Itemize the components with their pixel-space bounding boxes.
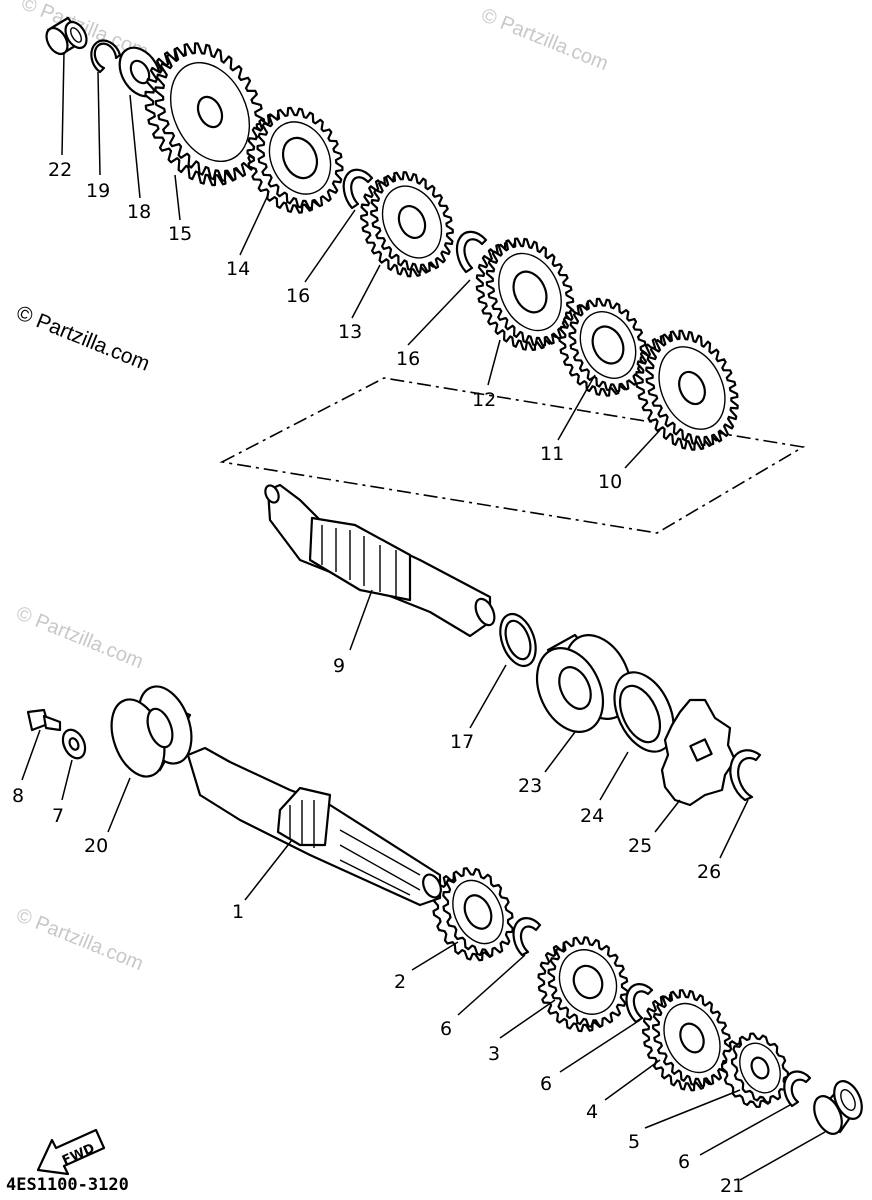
gear-5-part-hub (750, 1056, 770, 1080)
gear-2-part-hub (463, 894, 493, 930)
watermark-left-3: © Partzilla.com (13, 904, 146, 975)
leader-lines (21, 51, 826, 1181)
gear-14-part (246, 106, 344, 214)
gear-11-part-web (579, 311, 637, 379)
gear-13-part (360, 171, 454, 278)
label-15: 15 (168, 223, 192, 245)
circlip-6a-part (512, 917, 542, 957)
label-14: 14 (226, 258, 250, 280)
gear-4-part-web (663, 1002, 721, 1074)
drive-sprocket-part (660, 698, 737, 807)
label-16b: 16 (396, 348, 420, 370)
circlip-6b-part (625, 983, 654, 1024)
label-1: 1 (232, 901, 244, 923)
watermark-left-1: © Partzilla.com (13, 301, 153, 375)
circlip-part (90, 39, 122, 74)
label-23: 23 (518, 775, 542, 797)
label-10: 10 (598, 471, 622, 493)
label-6c: 6 (678, 1151, 690, 1173)
circlip-6c-part (783, 1070, 812, 1108)
label-19: 19 (86, 180, 110, 202)
bearing-20-part (110, 685, 193, 778)
gear-12-part-web (498, 252, 562, 332)
label-2: 2 (394, 971, 406, 993)
gear-15-part-hub (196, 95, 224, 129)
watermark-left-2: © Partzilla.com (13, 602, 146, 673)
gear-11-part-hub (591, 325, 625, 365)
label-26: 26 (697, 861, 721, 883)
gear-5-part (720, 1032, 790, 1109)
washer-17-part (499, 612, 537, 668)
assembly-outline (219, 377, 806, 534)
label-6b: 6 (540, 1073, 552, 1095)
circlip-16b-part (455, 230, 488, 274)
label-13: 13 (338, 321, 362, 343)
gear-13-part-web (381, 185, 443, 259)
gear-3-part-hub (572, 964, 604, 1000)
needle-bearing-part (45, 16, 88, 56)
label-21: 21 (720, 1175, 744, 1197)
label-12: 12 (472, 389, 496, 411)
washer-7-part (61, 728, 87, 760)
gear-5-part-web (739, 1042, 781, 1094)
bolt-part (26, 708, 62, 732)
label-16a: 16 (286, 285, 310, 307)
label-5: 5 (628, 1131, 640, 1153)
gear-3-part (537, 936, 629, 1033)
gear-2-part (432, 867, 514, 962)
bearing-21-part (813, 1080, 863, 1135)
circlip-26-part (729, 749, 762, 802)
gear-12-part (475, 237, 575, 351)
gear-2-part-web (452, 879, 504, 945)
watermark-top: © Partzilla.com (478, 4, 611, 75)
gear-4-part (641, 989, 733, 1092)
circlip-16a-part (342, 168, 374, 210)
main-axle-part (186, 746, 442, 907)
gear-3-part-web (558, 949, 618, 1015)
label-18: 18 (127, 201, 151, 223)
label-8: 8 (12, 785, 24, 807)
label-7: 7 (52, 805, 64, 827)
diagram-code: 4ES1100-3120 (6, 1175, 129, 1195)
label-11: 11 (540, 443, 564, 465)
gear-10-part-web (658, 346, 726, 430)
part-labels: 22 19 18 15 14 16 13 16 12 11 10 9 17 23… (12, 159, 744, 1197)
main-shaft-part (264, 483, 496, 638)
label-9: 9 (333, 655, 345, 677)
label-6a: 6 (440, 1018, 452, 1040)
gear-13-part-hub (397, 204, 427, 240)
oil-seal-part (613, 671, 675, 753)
gear-12-part-hub (512, 270, 548, 314)
label-25: 25 (628, 835, 652, 857)
gear-15-part-web (170, 61, 250, 163)
label-17: 17 (450, 731, 474, 753)
label-22: 22 (48, 159, 72, 181)
label-20: 20 (84, 835, 108, 857)
gear-10-part (635, 329, 739, 451)
fwd-arrow: FWD (36, 1128, 106, 1176)
gear-4-part-hub (679, 1022, 705, 1054)
gear-11-part (558, 297, 648, 397)
label-4: 4 (586, 1101, 598, 1123)
gear-10-part-hub (678, 370, 706, 406)
gear-14-part-web (268, 121, 332, 195)
label-3: 3 (488, 1043, 500, 1065)
gear-14-part-hub (281, 136, 319, 180)
label-24: 24 (580, 805, 604, 827)
gear-15-part (144, 42, 266, 187)
